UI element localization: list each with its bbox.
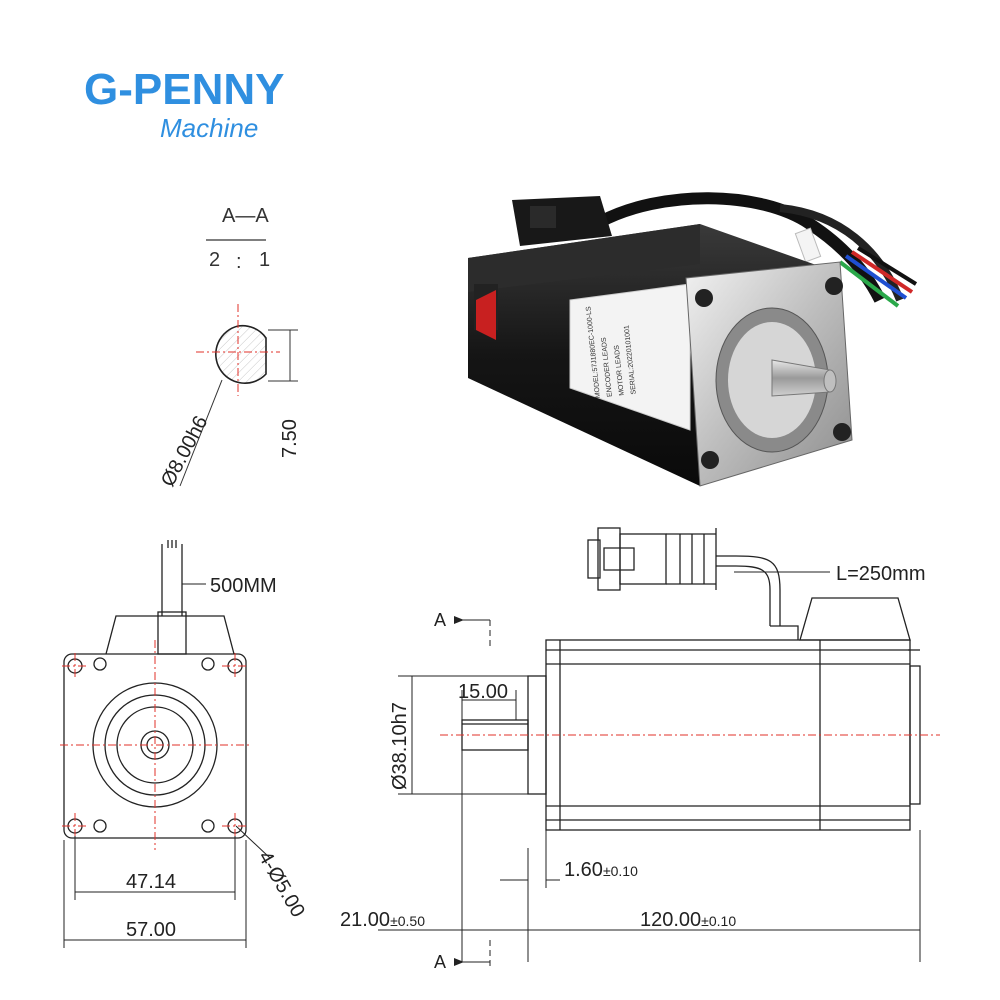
section-scale-sep: :	[236, 251, 242, 273]
brand-subtitle: Machine	[160, 113, 258, 143]
brand-logo-sticker	[476, 290, 496, 340]
section-mark-top: A	[434, 610, 446, 630]
body-length-dim: 120.00±0.10	[640, 909, 736, 931]
section-mark-bottom: A	[434, 952, 446, 972]
encoder-connector	[512, 196, 612, 246]
motor-label	[569, 283, 691, 431]
mount-holes-dim: 4-Ø5.00	[254, 848, 309, 922]
shaft-dia-section-dim: Ø8.00h6	[157, 412, 212, 490]
brand-name: G-PENNY	[84, 65, 284, 114]
section-scale-den: 1	[259, 249, 270, 271]
pilot-dia-dim: Ø38.10h7	[389, 702, 411, 790]
flat-height-dim: 7.50	[279, 419, 301, 458]
motor-cable	[597, 192, 886, 303]
section-scale-num: 2	[209, 249, 220, 271]
pilot-depth-dim: 1.60±0.10	[564, 859, 638, 881]
front-view-centerlines	[60, 640, 250, 850]
shaft-flat-length-dim: 15.00	[458, 681, 508, 703]
motor-photo: MODEL:57J1880EC-1000-LS ENCODER LEADS MO…	[468, 192, 918, 487]
cable-length-dim: 500MM	[210, 575, 277, 597]
flange-width-dim: 57.00	[126, 919, 176, 941]
shaft-d-section	[215, 324, 267, 384]
side-view-dims	[378, 571, 921, 966]
hole-spacing-dim: 47.14	[126, 871, 176, 893]
section-view: A—A 2 : 1 7.50 Ø8.00h6	[157, 205, 301, 490]
encoder-cable-dim: L=250mm	[836, 563, 926, 585]
front-view-dims	[63, 583, 271, 948]
shaft-length-dim: 21.00±0.50	[340, 909, 425, 931]
section-title: A—A	[222, 205, 269, 227]
